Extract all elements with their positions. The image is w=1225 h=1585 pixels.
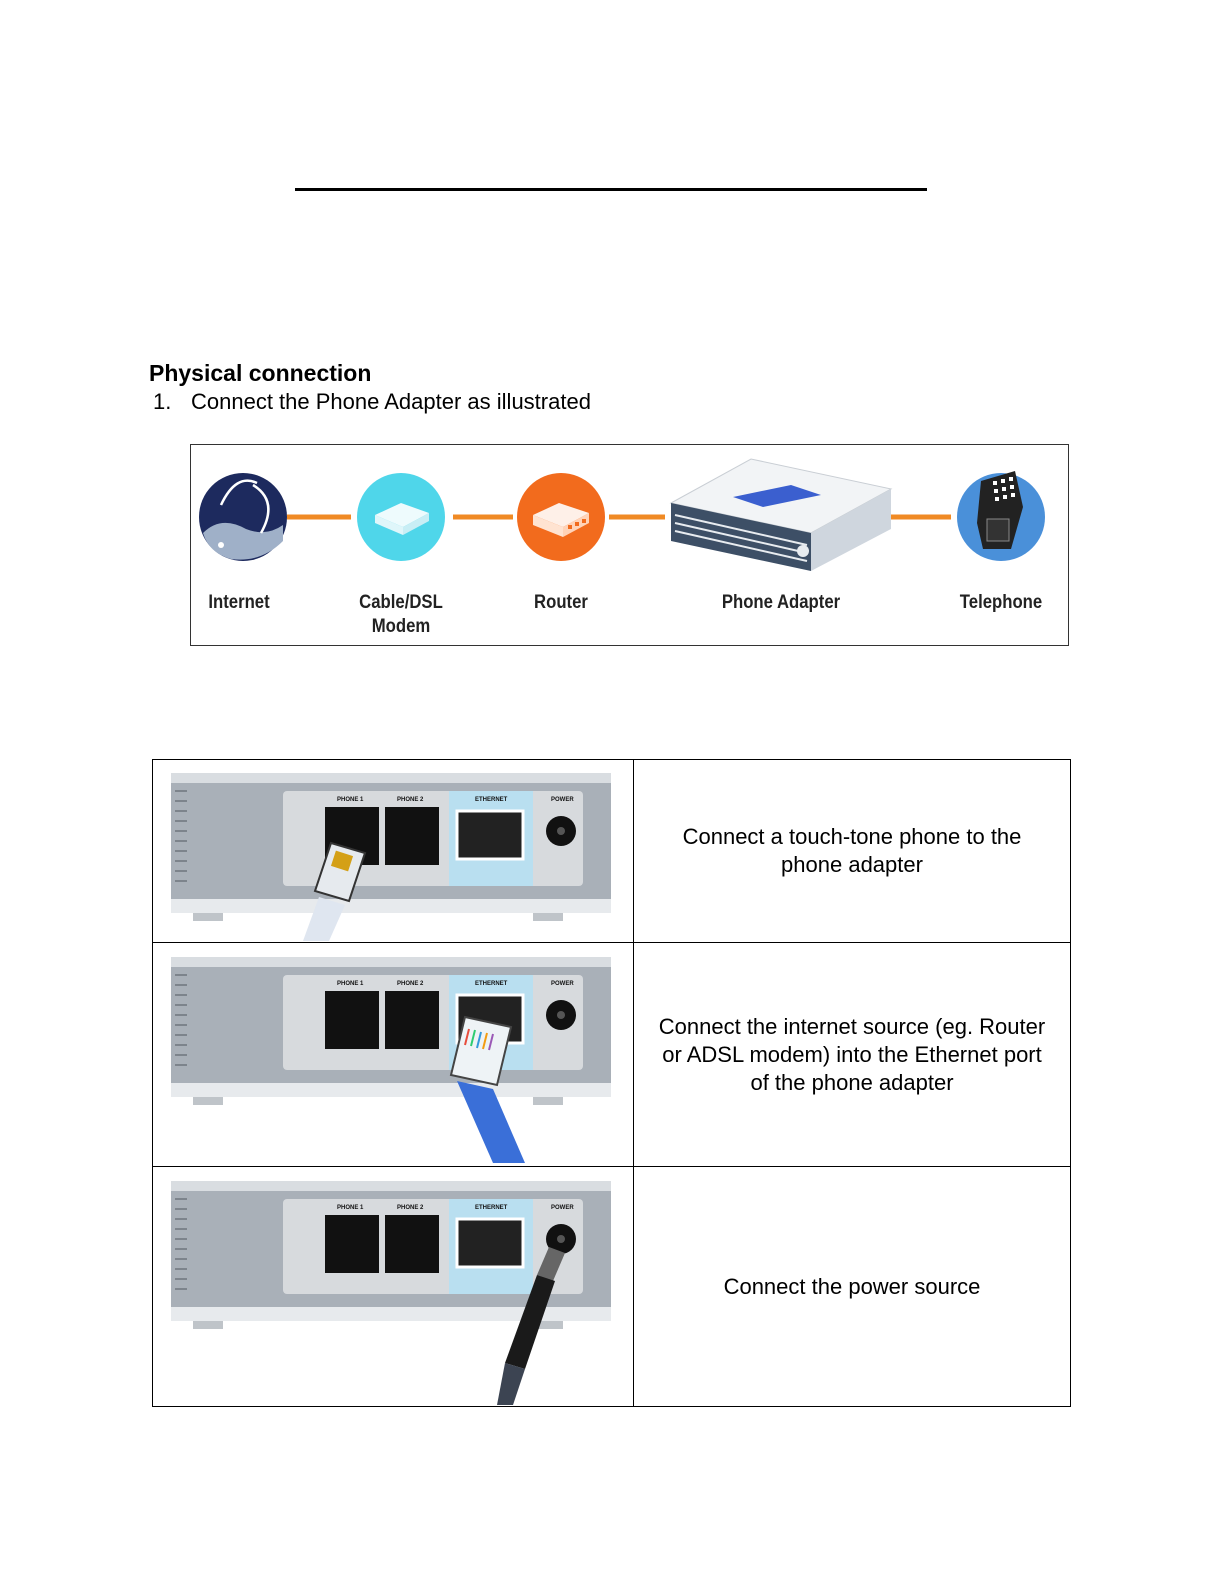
node-label-internet: Internet [208,592,270,613]
port-label-phone2: PHONE 2 [397,1205,424,1211]
node-label-router: Router [534,592,588,613]
device-image-phone-cell: PHONE 1 PHONE 2 ETHERNET POWER [152,759,634,943]
port-label-phone1: PHONE 1 [337,1205,364,1211]
node-label-modem: Cable/DSL Modem [348,591,454,639]
power-cable-plug [497,1246,565,1405]
port-label-phone2: PHONE 2 [397,797,424,803]
connection-diagram: Internet Cable/DSL Modem Router Phone Ad… [190,444,1069,646]
port-label-phone2: PHONE 2 [397,981,424,987]
device-image-power-cell: PHONE 1 PHONE 2 ETHERNET POWER [152,1166,634,1407]
node-label-modem-line2: Modem [371,616,431,637]
node-label-phone-adapter: Phone Adapter [721,592,841,613]
table-row: PHONE 1 PHONE 2 ETHERNET POWER Connect t… [152,942,1071,1167]
port-label-power: POWER [551,797,574,803]
node-label-telephone: Telephone [959,592,1043,613]
modem-icon [357,473,445,561]
title-underline [295,188,927,191]
instruction-text-3: Connect the power source [633,1166,1071,1407]
device-back-ethernet-image: PHONE 1 PHONE 2 ETHERNET POWER [171,956,611,1163]
node-label-modem-line1: Cable/DSL [359,592,443,613]
port-label-power: POWER [551,1205,574,1211]
device-back-phone-image: PHONE 1 PHONE 2 ETHERNET POWER [171,773,611,941]
connection-diagram-graphic [199,458,1045,571]
port-label-phone1: PHONE 1 [337,797,364,803]
table-row: PHONE 1 PHONE 2 ETHERNET POWER Connect a… [152,759,1071,943]
instruction-table: PHONE 1 PHONE 2 ETHERNET POWER Connect a… [152,759,1071,1407]
instruction-text-2: Connect the internet source (eg. Router … [633,942,1071,1167]
port-label-ethernet: ETHERNET [475,797,508,803]
phone-cable-plug [303,841,367,941]
phone-adapter-icon [669,458,893,571]
telephone-icon [957,471,1045,561]
step-number: 1. [153,389,172,414]
port-label-phone1: PHONE 1 [337,981,364,987]
port-label-power: POWER [551,981,574,987]
ethernet-cable-plug [449,1015,525,1163]
section-heading: Physical connection [149,360,372,386]
table-row: PHONE 1 PHONE 2 ETHERNET POWER Connect t… [152,1166,1071,1407]
device-image-ethernet-cell: PHONE 1 PHONE 2 ETHERNET POWER [152,942,634,1167]
globe-icon [199,473,287,561]
instruction-text-1: Connect a touch-tone phone to the phone … [633,759,1071,943]
port-label-ethernet: ETHERNET [475,981,508,987]
step-text: Connect the Phone Adapter as illustrated [191,389,591,414]
step-1: 1. Connect the Phone Adapter as illustrat… [153,389,591,415]
port-label-ethernet: ETHERNET [475,1205,508,1211]
router-icon [517,473,605,561]
device-back-power-image: PHONE 1 PHONE 2 ETHERNET POWER [171,1180,611,1405]
